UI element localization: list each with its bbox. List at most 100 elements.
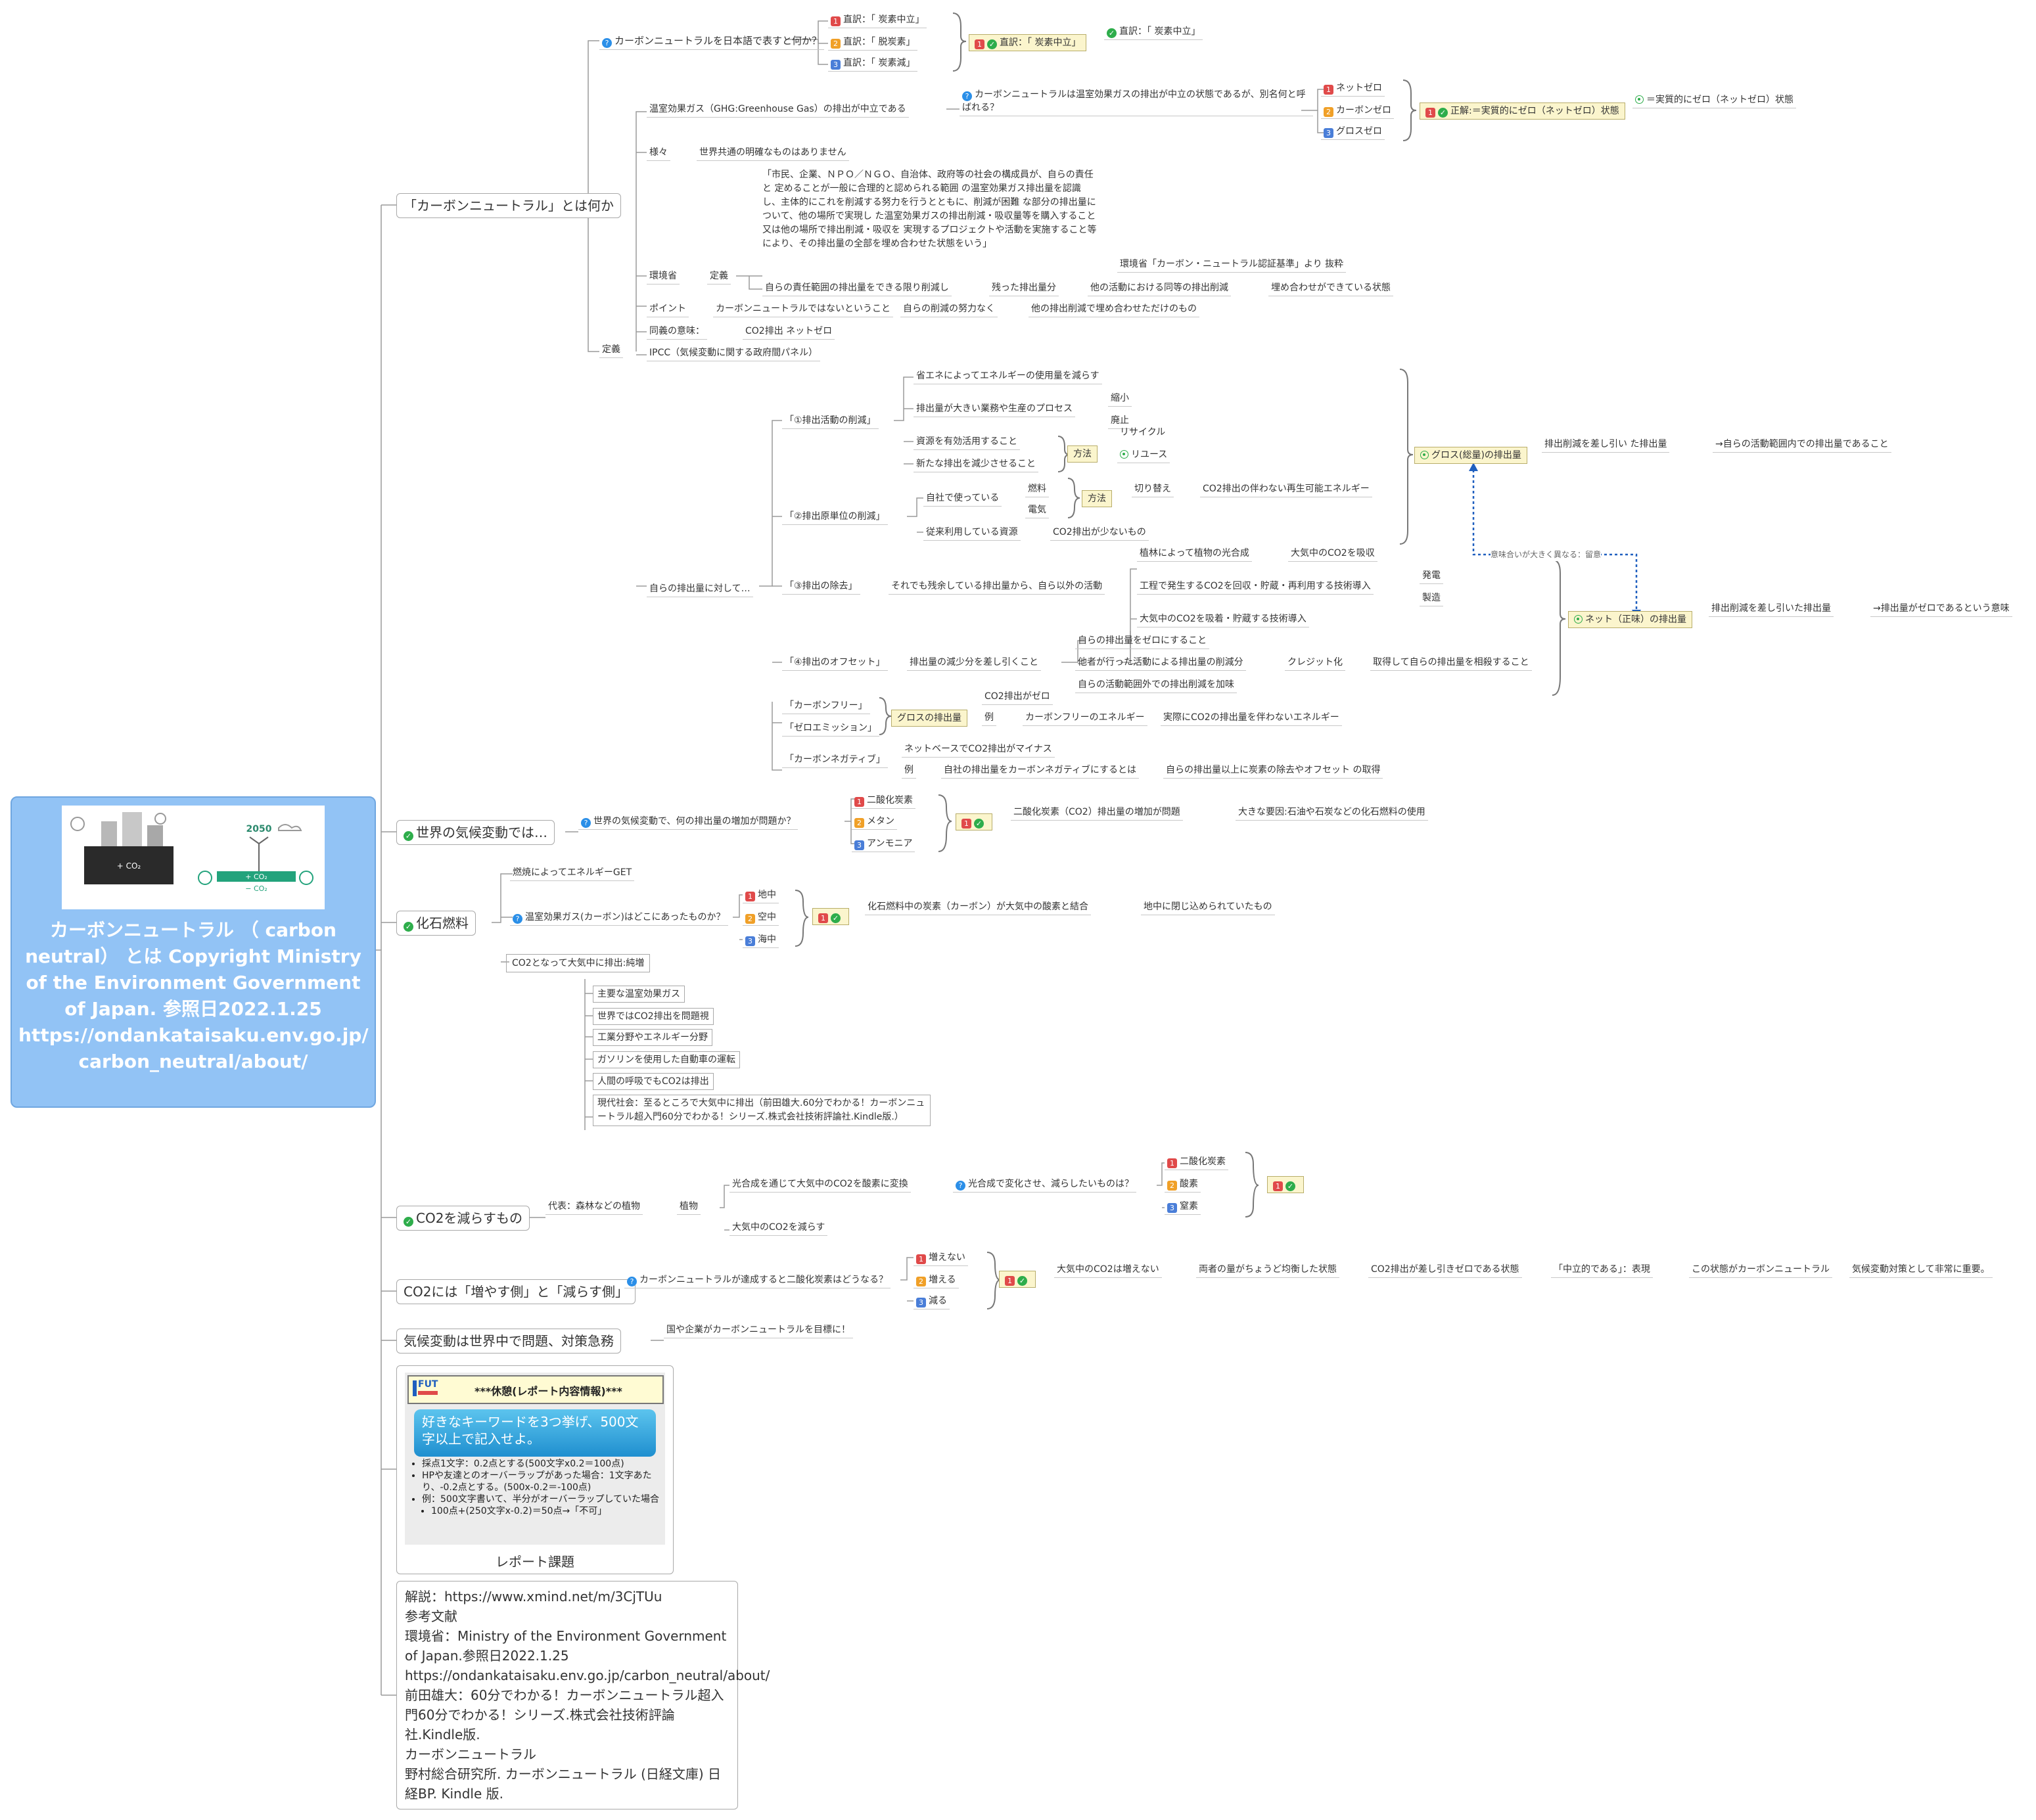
abolish-node[interactable]: 廃止	[1108, 414, 1132, 429]
b5-answer-marker[interactable]: 1✓	[999, 1271, 1036, 1288]
step-3-item-2[interactable]: 工程で発生するCO2を回収・貯蔵・再利用する技術導入	[1137, 580, 1374, 595]
b4-answer-marker[interactable]: 1✓	[1267, 1176, 1304, 1193]
step-3-item-3[interactable]: 大気中のCO2を吸着・貯蔵する技術導入	[1137, 612, 1309, 627]
gross-desc-2-node[interactable]: →自らの活動範囲内での排出量であること	[1713, 438, 1891, 453]
step-4-item-2[interactable]: 他者が行った活動による排出量の削減分	[1075, 656, 1246, 671]
q1-answer[interactable]: 1✓直訳：「 炭素中立」	[969, 34, 1087, 51]
electricity-node[interactable]: 電気	[1025, 503, 1049, 518]
no-definition-node[interactable]: 世界共通の明確なものはありません	[697, 146, 849, 161]
b4-representative[interactable]: 代表：森林などの植物	[545, 1200, 643, 1215]
method-node-1[interactable]: 方法	[1067, 445, 1098, 463]
step-3-desc[interactable]: それでも残余している排出量から、自ら以外の活動	[889, 580, 1105, 595]
branch-increase-decrease[interactable]: CO2には「増やす側」と「減らす側」	[396, 1279, 636, 1304]
step-3[interactable]: 「③排出の除去」	[782, 580, 860, 595]
reuse-node[interactable]: リユース	[1117, 448, 1170, 463]
moe-definition-source[interactable]: 環境省「カーボン・ニュートラル認証基準」より 抜粋	[1117, 258, 1347, 273]
b3-item-2[interactable]: 世界ではCO2排出を問題視	[593, 1008, 714, 1025]
b4-plants[interactable]: 植物	[677, 1200, 701, 1215]
b3-energy[interactable]: 燃焼によってエネルギーGET	[510, 866, 635, 881]
b5-chain-4[interactable]: 「中立的である」：表現	[1551, 1263, 1653, 1278]
branch-co2-reducers[interactable]: ✓CO2を減らすもの	[396, 1206, 530, 1231]
moe-definition-label[interactable]: 定義	[707, 269, 731, 284]
method-node-2[interactable]: 方法	[1082, 490, 1112, 507]
b2-answer[interactable]: 二酸化炭素（CO2）排出量の増加が問題	[1011, 806, 1183, 821]
b5-chain-6[interactable]: 気候変動対策として非常に重要。	[1849, 1263, 1993, 1278]
step-4[interactable]: 「④排出のオフセット」	[782, 656, 888, 671]
cfree-desc-node[interactable]: 実際にCO2の排出量を伴わないエネルギー	[1161, 711, 1342, 726]
offset-node[interactable]: 取得して自らの排出量を相殺すること	[1370, 656, 1532, 671]
b5-chain-2[interactable]: 両者の量がちょうど均衡した状態	[1196, 1263, 1339, 1278]
q2-answer[interactable]: 1✓正解:＝実質的にゼロ（ネットゼロ）状態	[1420, 102, 1625, 120]
b2-answer-marker[interactable]: 1✓	[956, 813, 992, 830]
chain-3[interactable]: 他の活動における同等の排出削減	[1088, 281, 1231, 296]
cfree-energy-node[interactable]: カーボンフリーのエネルギー	[1023, 711, 1147, 726]
b3-item-1[interactable]: 主要な温室効果ガス	[593, 986, 685, 1003]
point-chain-3[interactable]: 他の排出削減で埋め合わせただけのもの	[1029, 302, 1199, 317]
definition-branch[interactable]: 定義	[599, 343, 623, 358]
shrink-node[interactable]: 縮小	[1108, 392, 1132, 407]
b4-question[interactable]: ?光合成で変化させ、減らしたいものは？	[953, 1177, 1136, 1193]
carbon-free-node[interactable]: 「カーボンフリー」	[782, 699, 870, 714]
net-emissions-node[interactable]: ネット（正味）の排出量	[1568, 611, 1692, 628]
b3-item-4[interactable]: ガソリンを使用した自動車の運転	[593, 1051, 740, 1068]
step-2[interactable]: 「②排出原単位の削減」	[782, 510, 888, 525]
report-assignment-card[interactable]: FUT ***休憩(レポート内容情報)*** 好きなキーワードを3つ挙げ、500…	[396, 1365, 674, 1574]
central-topic[interactable]: + CO₂ 2050 + CO₂ − CO₂ カーボンニュートラル （ carb…	[11, 796, 376, 1108]
own-emissions-node[interactable]: 自らの排出量に対して…	[647, 582, 753, 597]
example-node-2[interactable]: 例	[902, 763, 916, 779]
synonym-node[interactable]: 同義の意味：	[647, 325, 707, 340]
branch-fossil-fuel[interactable]: ✓化石燃料	[396, 911, 476, 936]
low-co2-node[interactable]: CO2排出が少ないもの	[1050, 526, 1149, 541]
step-4-item-1[interactable]: 自らの排出量をゼロにすること	[1075, 634, 1210, 649]
carbon-negative-node[interactable]: 「カーボンネガティブ」	[782, 753, 888, 768]
renewable-node[interactable]: CO2排出の伴わない再生可能エネルギー	[1200, 482, 1372, 497]
b2-reason[interactable]: 大きな要因:石油や石炭などの化石燃料の使用	[1236, 806, 1428, 821]
b5-chain-5[interactable]: この状態がカーボンニュートラル	[1689, 1263, 1832, 1278]
moe-node[interactable]: 環境省	[647, 269, 680, 284]
b3-answer[interactable]: 化石燃料中の炭素（カーボン）が大気中の酸素と結合	[865, 900, 1091, 915]
ipcc-node[interactable]: IPCC（気候変動に関する政府間パネル）	[647, 346, 821, 361]
point-chain-2[interactable]: 自らの削減の努力なく	[900, 302, 998, 317]
references-note[interactable]: 解説：https://www.xmind.net/m/3CjTUu 参考文献 環…	[396, 1581, 770, 1809]
q1-answer-detail[interactable]: ✓直訳：「 炭素中立」	[1104, 25, 1203, 40]
moe-definition-text[interactable]: 「市民、企業、ＮＰＯ／ＮＧＯ、自治体、政府等の社会の構成員が、自らの責任と 定め…	[762, 170, 1097, 249]
own-use-node[interactable]: 自社で使っている	[923, 491, 1002, 507]
b3-item-3[interactable]: 工業分野やエネルギー分野	[593, 1029, 712, 1046]
gross-desc-node[interactable]: 排出削減を差し引い た排出量	[1542, 438, 1670, 453]
b3-answer-2[interactable]: 地中に閉じ込められていたもの	[1141, 900, 1275, 915]
b5-chain-1[interactable]: 大気中のCO2は増えない	[1054, 1263, 1162, 1278]
b3-answer-marker[interactable]: 1✓	[812, 908, 849, 925]
gross-emissions-node[interactable]: グロス(総量)の排出量	[1414, 447, 1527, 464]
gross-small-node[interactable]: グロスの排出量	[891, 710, 967, 727]
q2-node[interactable]: ?カーボンニュートラルは温室効果ガスの排出が中立の状態であるが、別名何と呼ばれる…	[960, 88, 1313, 116]
point-chain-1[interactable]: カーボンニュートラルではないということ	[713, 302, 893, 317]
step-1-item-3[interactable]: 資源を有効活用すること	[914, 435, 1020, 450]
branch-what-is-carbon-neutral[interactable]: 「カーボンニュートラル」とは何か	[396, 193, 621, 218]
step-1-item-1[interactable]: 省エネによってエネルギーの使用量を減らす	[914, 369, 1102, 384]
credit-node[interactable]: クレジット化	[1285, 656, 1345, 671]
step-1-item-2[interactable]: 排出量が大きい業務や生産のプロセス	[914, 402, 1075, 417]
manufacturing-node[interactable]: 製造	[1420, 591, 1443, 606]
net-desc-2-node[interactable]: →排出量がゼロであるという意味	[1870, 602, 2012, 617]
conventional-node[interactable]: 従来利用している資源	[923, 526, 1021, 541]
cneg-example-2-node[interactable]: 自らの排出量以上に炭素の除去やオフセット の取得	[1163, 763, 1383, 779]
step-1-item-4[interactable]: 新たな排出を減少させること	[914, 457, 1038, 472]
q1-node[interactable]: ?カーボンニュートラルを日本語で表すと何か？	[599, 34, 825, 50]
step-4-desc[interactable]: 排出量の減少分を差し引くこと	[907, 656, 1041, 671]
step-3-item-1[interactable]: 植林によって植物の光合成	[1137, 547, 1252, 562]
co2-zero-node[interactable]: CO2排出がゼロ	[982, 690, 1053, 705]
branch-urgent-action[interactable]: 気候変動は世界中で問題、対策急務	[396, 1329, 621, 1354]
b4-photosynthesis[interactable]: 光合成を通じて大気中のCO2を酸素に変換	[729, 1177, 911, 1193]
